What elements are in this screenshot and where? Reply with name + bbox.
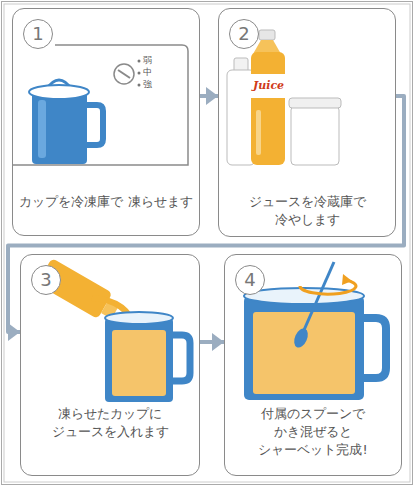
jar bbox=[289, 98, 341, 165]
step-number: 4 bbox=[235, 265, 265, 295]
dial-dot bbox=[138, 84, 141, 87]
frame bbox=[4, 4, 410, 482]
step-number: 2 bbox=[229, 19, 259, 49]
callout-number: 1 bbox=[32, 25, 43, 43]
dial-dot bbox=[138, 72, 141, 75]
juice-bottle bbox=[251, 30, 285, 165]
dial-pointer bbox=[118, 70, 130, 78]
dial-setting: 中 bbox=[143, 68, 152, 77]
stir-arrow bbox=[300, 274, 356, 294]
step-panel: カップを冷凍庫で 凍らせます 1 bbox=[12, 8, 200, 236]
bottle-label: Juice bbox=[253, 80, 284, 91]
filled-cup bbox=[105, 312, 190, 402]
step-caption: 凍らせたカップに ジュースを入れます bbox=[21, 405, 199, 441]
dial bbox=[114, 64, 134, 84]
step-number: 3 bbox=[31, 265, 61, 295]
spoon bbox=[291, 262, 334, 350]
step-panel: ジュースを冷蔵庫で 冷やします 2 bbox=[218, 8, 396, 237]
dial-setting: 強 bbox=[143, 80, 152, 89]
step-caption: 付属のスプーンで かき混ぜると シャーベット完成! bbox=[225, 405, 401, 459]
dial-dot bbox=[138, 60, 141, 63]
callout-number: 3 bbox=[40, 271, 51, 289]
step-panel: 付属のスプーンで かき混ぜると シャーベット完成! 4 bbox=[224, 254, 402, 476]
white-bottle bbox=[227, 58, 255, 165]
freezer-outline bbox=[12, 45, 188, 165]
frozen-cup bbox=[29, 80, 103, 164]
step-number: 1 bbox=[23, 19, 53, 49]
step-arrow bbox=[8, 96, 404, 332]
callout-number: 2 bbox=[238, 25, 249, 43]
callout-number: 4 bbox=[244, 271, 255, 289]
dial-setting: 弱 bbox=[143, 56, 152, 65]
step-arrow bbox=[200, 340, 224, 344]
step-caption: カップを冷凍庫で 凍らせます bbox=[13, 193, 199, 211]
step-caption: ジュースを冷蔵庫で 冷やします bbox=[219, 193, 395, 229]
step-panel: 凍らせたカップに ジュースを入れます 3 bbox=[20, 254, 200, 476]
step-arrow bbox=[200, 94, 218, 98]
